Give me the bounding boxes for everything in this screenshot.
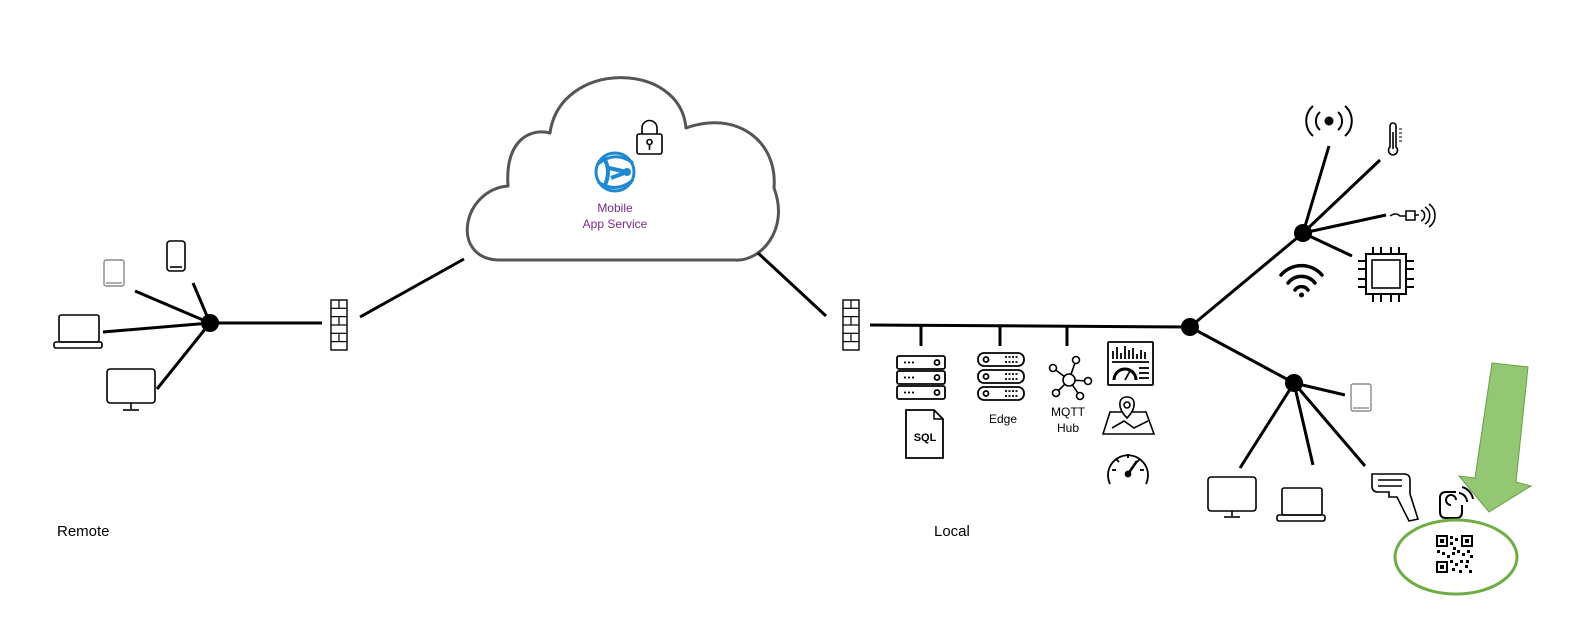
firewall-icon bbox=[330, 299, 348, 351]
client-branch bbox=[1238, 381, 1367, 469]
remote-zone-label: Remote bbox=[57, 523, 110, 540]
mqtt-label-line2: Hub bbox=[1057, 421, 1079, 435]
laptop-icon bbox=[53, 314, 103, 349]
remote-network bbox=[102, 257, 465, 390]
monitor-icon bbox=[1207, 476, 1257, 518]
broadcast-icon bbox=[1305, 105, 1353, 137]
client-hub-node bbox=[1285, 374, 1303, 392]
laptop-icon bbox=[1276, 487, 1326, 522]
highlight-circle bbox=[1393, 518, 1519, 596]
nfc-icon bbox=[1439, 486, 1474, 519]
server-icon bbox=[896, 355, 946, 400]
service-label-line1: Mobile bbox=[597, 201, 633, 215]
tablet-icon bbox=[103, 259, 125, 287]
tablet-icon bbox=[1350, 383, 1372, 412]
map-pin-icon bbox=[1101, 396, 1156, 435]
wifi-icon bbox=[1279, 263, 1324, 298]
iot-hub-node bbox=[1294, 224, 1312, 242]
thermometer-icon bbox=[1387, 122, 1402, 156]
sensor-icon bbox=[1389, 203, 1436, 228]
app-service-icon bbox=[594, 151, 636, 193]
lock-icon bbox=[636, 119, 663, 155]
remote-hub-node bbox=[201, 314, 219, 332]
dashboard-icon bbox=[1107, 341, 1154, 386]
sql-label: SQL bbox=[914, 432, 937, 444]
firewall-icon bbox=[842, 299, 860, 351]
local-hub-node bbox=[1181, 318, 1199, 336]
highlight-arrow bbox=[1457, 362, 1533, 513]
edge-server-icon bbox=[977, 352, 1025, 401]
barcode-scanner-icon bbox=[1371, 473, 1420, 522]
iot-branch bbox=[1301, 145, 1387, 258]
edge-label: Edge bbox=[989, 412, 1017, 426]
qr-code-icon bbox=[1436, 535, 1473, 573]
chip-icon bbox=[1358, 247, 1414, 302]
gauge-icon bbox=[1107, 454, 1149, 485]
mqtt-label-line1: MQTT bbox=[1051, 405, 1086, 419]
local-zone-label: Local bbox=[934, 523, 970, 540]
service-label-line2: App Service bbox=[583, 217, 648, 231]
mqtt-hub-icon bbox=[1048, 355, 1093, 401]
monitor-icon bbox=[106, 368, 156, 411]
local-network bbox=[756, 231, 1304, 385]
phone-icon bbox=[166, 240, 186, 272]
sql-file-icon: SQL bbox=[905, 409, 944, 459]
